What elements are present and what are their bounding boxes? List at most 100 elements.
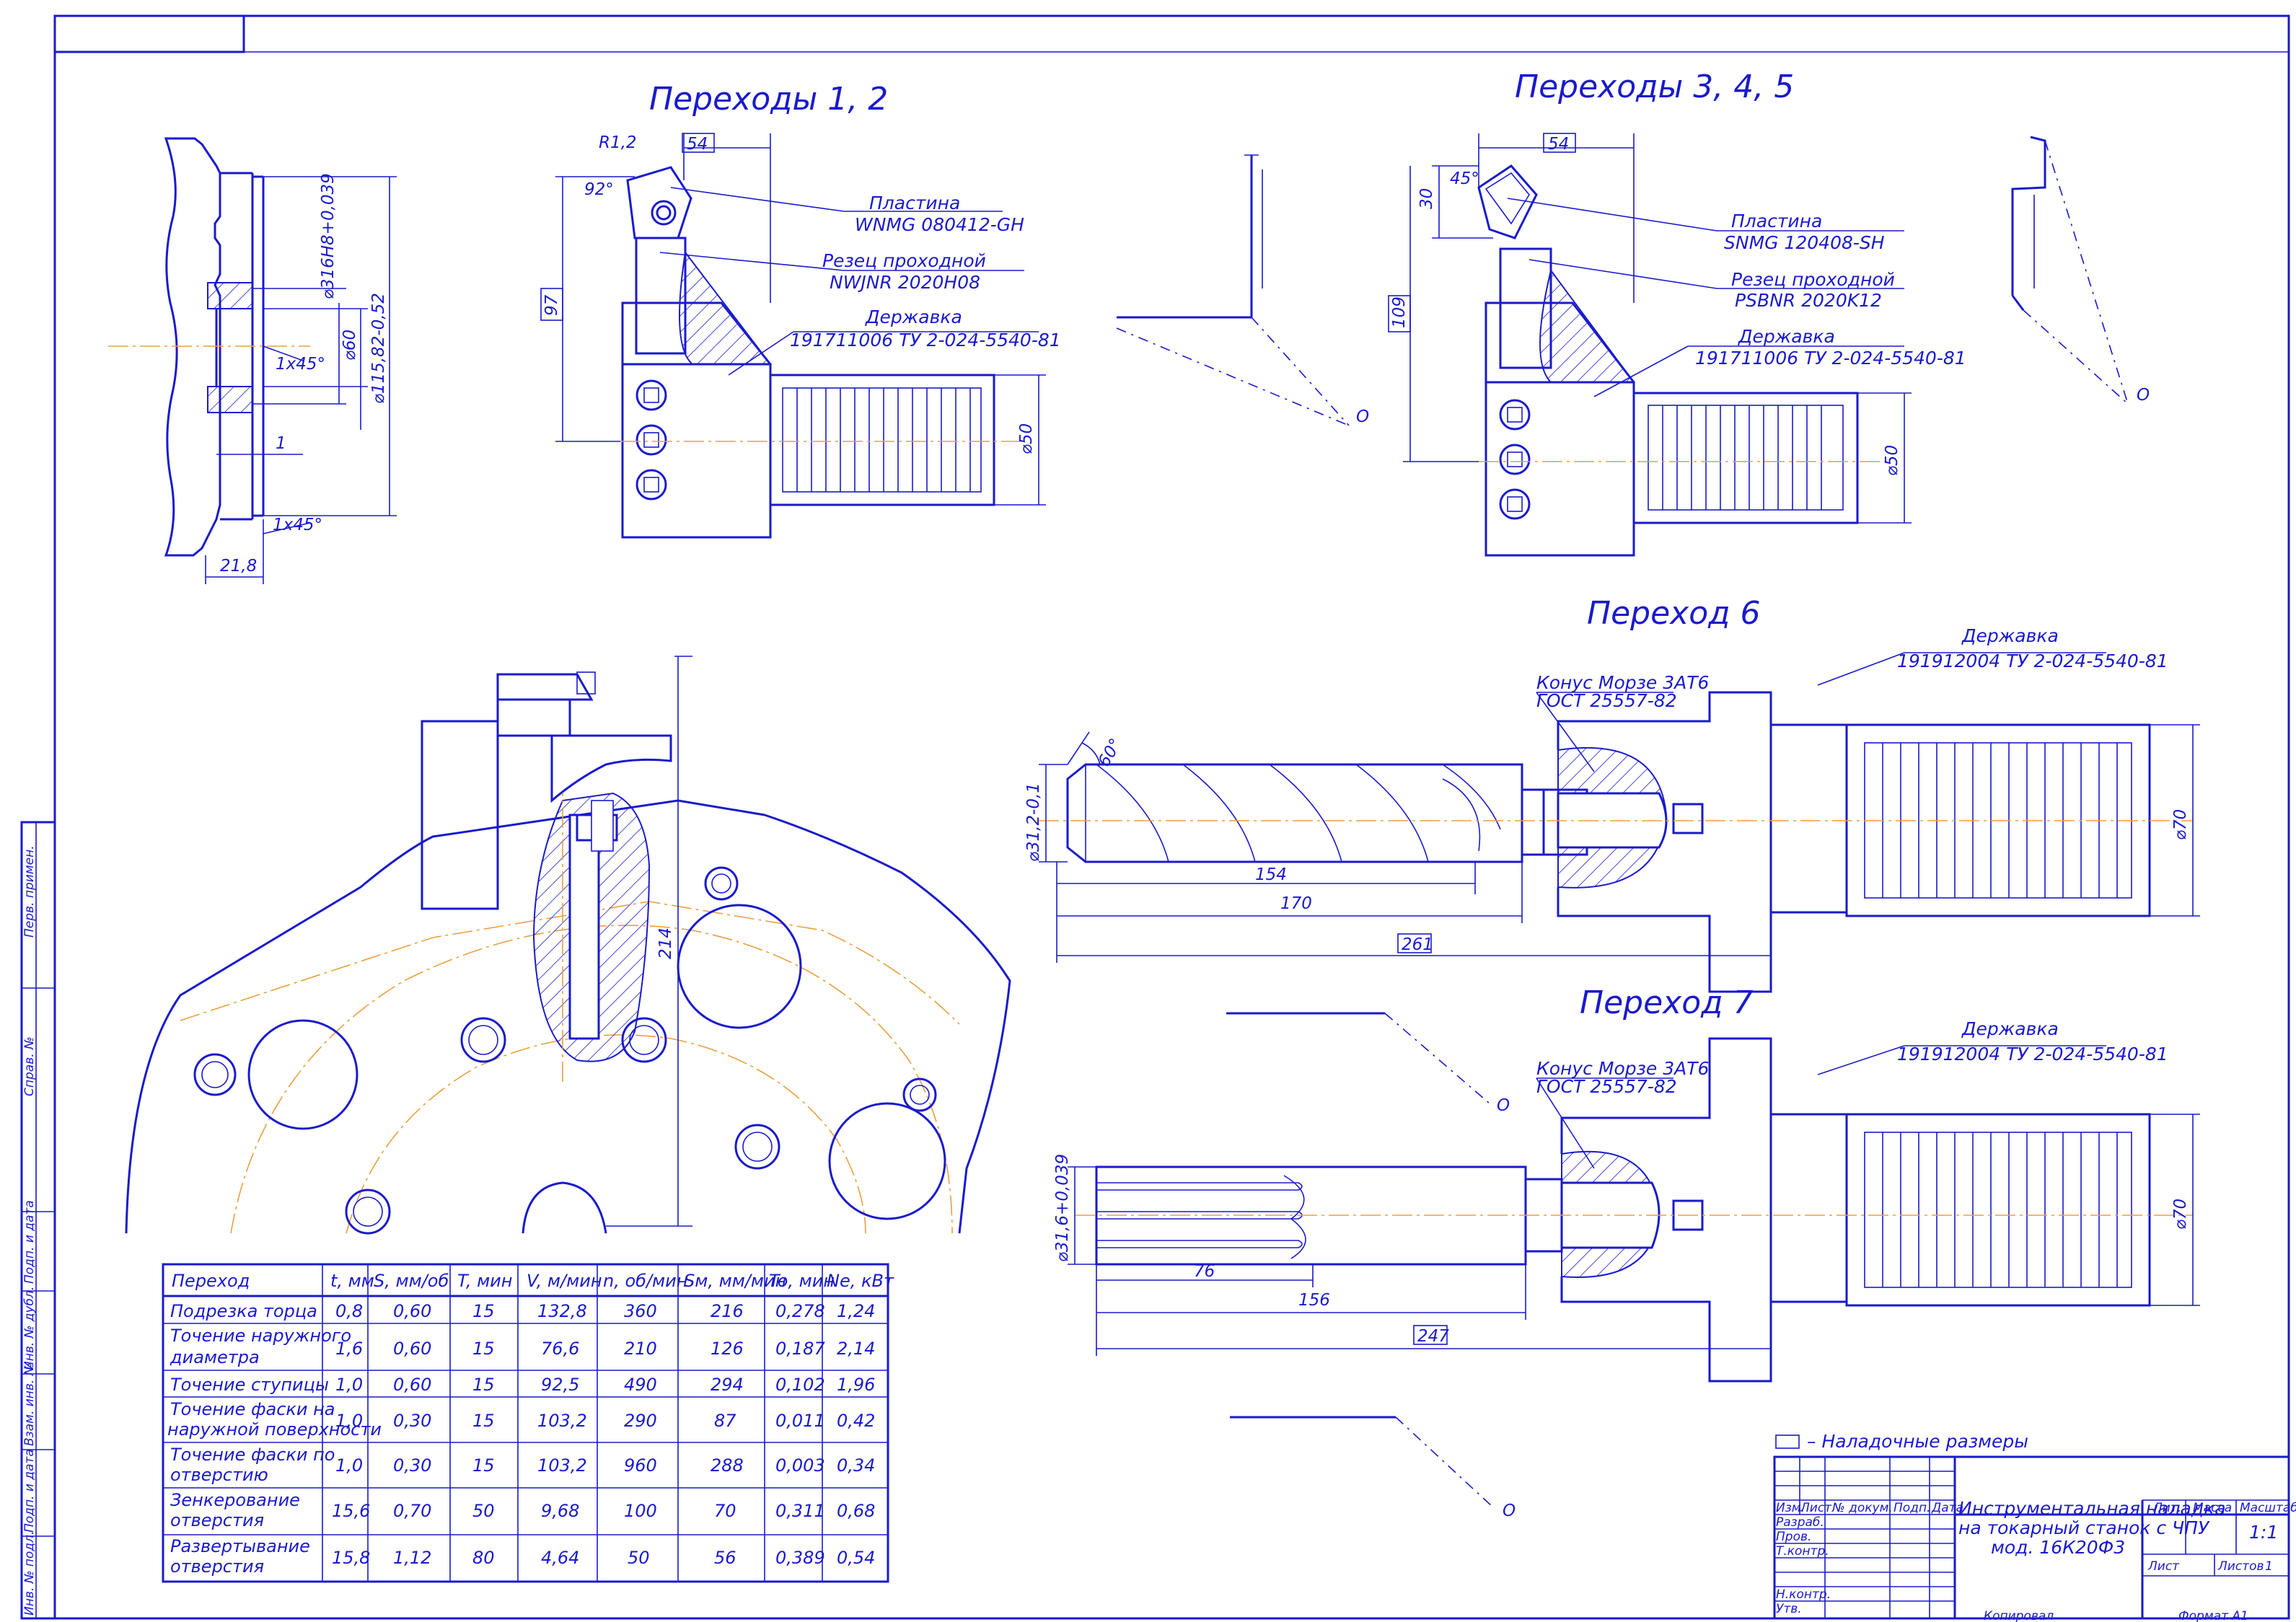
tb-sheets-n: 1	[2265, 1559, 2273, 1574]
tb-title-1: Инструментальная наладка	[1958, 1498, 2226, 1519]
dim-d60: ⌀60	[340, 330, 359, 361]
stamp-sprav: Справ. №	[22, 1036, 37, 1096]
table-cell: 1,6	[335, 1339, 363, 1359]
t2-holder-code: 191711006 ТУ 2-024-5540-81	[1695, 348, 1966, 369]
table-cell: 0,30	[393, 1455, 431, 1476]
th-sm: Sм, мм/мин	[684, 1271, 786, 1291]
t2-dim-angle: 45°	[1450, 169, 1479, 188]
corner-box	[53, 14, 245, 53]
t7-cone-label: Конус Морзе 3АТ6	[1536, 1058, 1709, 1079]
tool-6-drawing: ⌀31,2-0,1 60° 154 170 261 ⌀70 Конус Морз…	[1024, 625, 2200, 993]
sketch4-point-o: O	[1503, 1502, 1516, 1520]
table-cell: 80	[472, 1548, 495, 1568]
title-perekhody-3-4-5: Переходы 3, 4, 5	[1515, 69, 1794, 105]
table-cell: 15,6	[332, 1501, 370, 1521]
toolpath-sketch-1: O	[1116, 154, 1369, 426]
sketch1-point-o: O	[1356, 407, 1369, 426]
t6-cone-std: ГОСТ 25557-82	[1536, 690, 1677, 711]
table-cell: 0,60	[393, 1301, 431, 1321]
t1-holder-label: Державка	[865, 307, 962, 327]
table-cell: 0,42	[837, 1411, 875, 1431]
table-cell: 294	[711, 1375, 744, 1395]
table-cell: 4,64	[541, 1548, 579, 1568]
t2-plate-label: Пластина	[1731, 211, 1822, 232]
table-cell: 1,0	[335, 1375, 363, 1395]
table-row-2-name: Точение ступицы	[170, 1375, 329, 1395]
tb-date: Дата	[1931, 1501, 1963, 1515]
stamp-podp2: Подп. и дата	[22, 1449, 37, 1533]
stamp-vzam: Взам. инв. №	[22, 1363, 37, 1446]
table-cell: 15,8	[332, 1548, 370, 1568]
side-stamp: Перв. примен. Справ. № Подп. и дата Инв.…	[20, 821, 56, 1620]
table-cell: 0,34	[837, 1455, 875, 1476]
table-cell: 490	[624, 1375, 657, 1395]
t2-dim-54: 54	[1548, 135, 1569, 154]
table-cell: 50	[628, 1548, 650, 1568]
table-cell: 0,311	[775, 1501, 825, 1521]
table-cell: 87	[714, 1411, 736, 1431]
t2-dim-109: 109	[1390, 296, 1409, 328]
table-row-0-name: Подрезка торца	[170, 1301, 317, 1321]
t2-cutter-label: Резец проходной	[1731, 269, 1895, 290]
tb-razrab: Разраб.	[1776, 1515, 1824, 1530]
tb-list: Лист	[1800, 1501, 1832, 1515]
table-cell: 0,389	[775, 1548, 825, 1568]
tool-1-drawing: 54 97 R1,2 92° ⌀50 Пластина WNMG 080412-…	[540, 133, 1061, 539]
table-cell: 0,011	[775, 1411, 825, 1431]
table-cell: 1,24	[837, 1301, 875, 1321]
t2-dim-d50: ⌀50	[1883, 445, 1901, 476]
tb-sheets: Листов	[2217, 1559, 2264, 1574]
th-n: n, об/мин	[603, 1271, 687, 1291]
sketch2-point-o: O	[2137, 386, 2150, 405]
t1-holder-code: 191711006 ТУ 2-024-5540-81	[790, 330, 1061, 351]
t6-dim-261: 261	[1402, 935, 1433, 954]
tb-title-2: на токарный станок с ЧПУ	[1958, 1517, 2210, 1538]
table-row-1-name-b: диаметра	[170, 1347, 260, 1367]
table-cell: 960	[624, 1455, 657, 1476]
tb-sign: Подп.	[1893, 1501, 1930, 1515]
t7-holder-code: 191912004 ТУ 2-024-5540-81	[1897, 1044, 2168, 1065]
table-cell: 15	[472, 1339, 495, 1359]
table-cell: 0,68	[837, 1501, 875, 1521]
t6-dim-170: 170	[1280, 894, 1312, 913]
table-cell: 103,2	[537, 1455, 587, 1476]
t2-dim-30: 30	[1417, 188, 1436, 209]
th-t: t, мм	[330, 1271, 374, 1291]
th-s: S, мм/об	[374, 1271, 449, 1291]
tb-scale-label: Масштаб	[2240, 1501, 2296, 1515]
table-cell: 0,102	[775, 1375, 825, 1395]
t1-dim-angle: 92°	[584, 180, 614, 199]
t6-holder-label: Державка	[1961, 625, 2059, 646]
table-cell: 216	[711, 1301, 744, 1321]
table-cell: 0,278	[775, 1301, 825, 1321]
t6-dim-d70: ⌀70	[2171, 809, 2190, 840]
legend-box	[1775, 1434, 1800, 1449]
t7-dim-d70: ⌀70	[2171, 1199, 2190, 1230]
table-cell: 15	[472, 1455, 495, 1476]
toolpath-sketch-3: O	[1226, 1012, 1510, 1115]
dim-1: 1	[276, 434, 286, 453]
tb-scale: 1:1	[2249, 1522, 2278, 1543]
tb-mass: Масса	[2193, 1501, 2232, 1515]
tb-title-3: мод. 16К20Ф3	[1991, 1537, 2125, 1558]
dim-chamfer-2: 1х45°	[273, 516, 322, 534]
table-cell: 0,60	[393, 1339, 431, 1359]
stamp-perv: Перв. примен.	[22, 845, 37, 938]
t2-holder-label: Державка	[1738, 326, 1835, 347]
t7-dim-156: 156	[1298, 1291, 1330, 1310]
title-perekhod-7: Переход 7	[1580, 984, 1754, 1021]
table-row-6-name-a: Развертывание	[170, 1536, 310, 1556]
table-cell: 0,187	[775, 1339, 825, 1359]
table-cell: 1,12	[393, 1548, 431, 1568]
t6-dim-154: 154	[1255, 865, 1287, 884]
table-cell: 132,8	[537, 1301, 587, 1321]
tb-doc: № докум.	[1831, 1501, 1893, 1515]
t1-cutter-label: Резец проходной	[822, 250, 986, 271]
t6-dim-d: ⌀31,2-0,1	[1024, 783, 1043, 862]
dim-d316: ⌀316Н8+0,039	[319, 173, 338, 299]
table-cell: 290	[624, 1411, 657, 1431]
th-perekhod: Переход	[172, 1271, 250, 1291]
format-label: Формат А1	[2178, 1609, 2248, 1622]
turret-dim-214: 214	[656, 927, 675, 959]
